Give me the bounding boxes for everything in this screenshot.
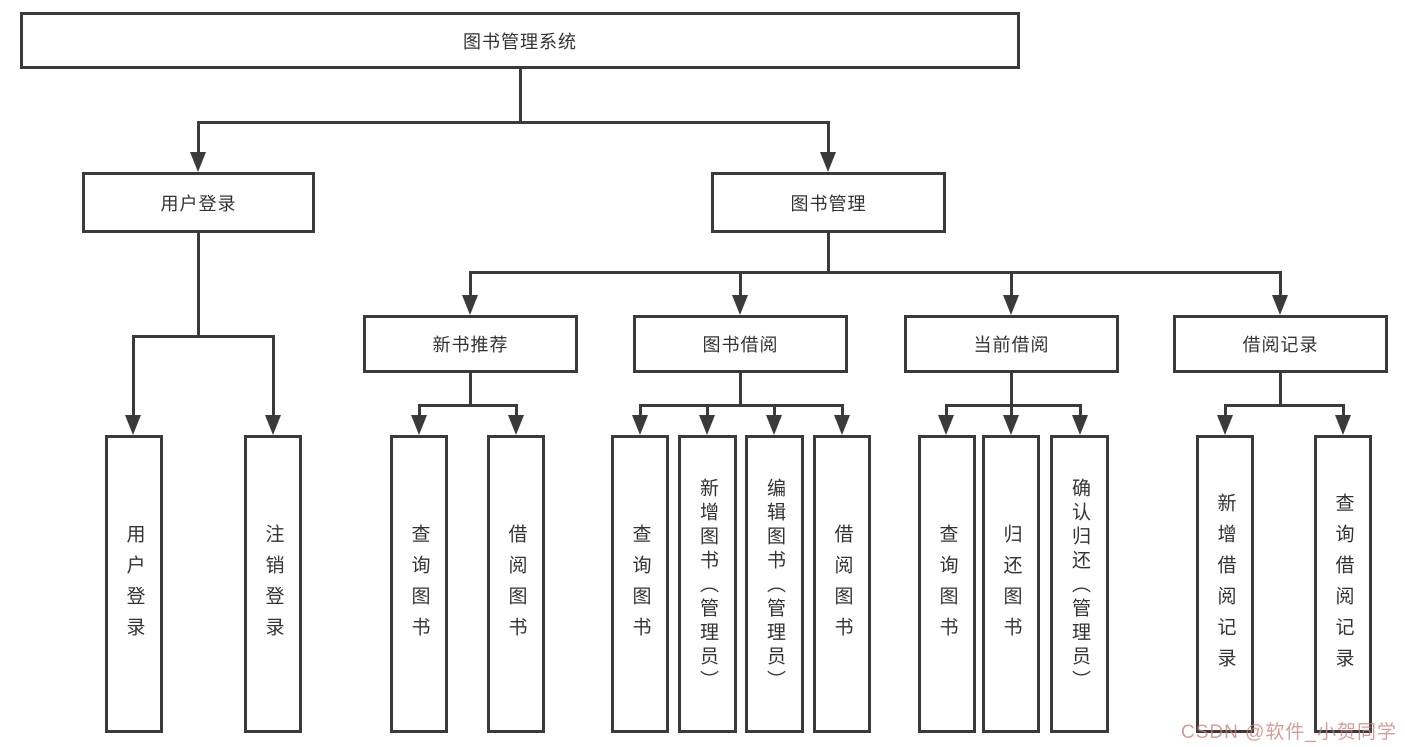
connector-segment <box>827 121 830 153</box>
arrow-down-icon <box>820 152 836 172</box>
leaf-query-books-current: 查询图书 <box>918 435 976 733</box>
leaf-query-borrow-record: 查询借阅记录 <box>1314 435 1372 733</box>
arrow-down-icon <box>265 415 281 435</box>
connector-segment <box>515 404 518 417</box>
connector-segment <box>1224 404 1227 417</box>
connector-segment <box>945 404 1082 407</box>
arrow-down-icon <box>1072 415 1088 435</box>
node-label: 查询借阅记录 <box>1332 493 1354 679</box>
leaf-add-books-admin: 新增图书（管理员） <box>678 435 737 733</box>
node-label: 图书管理 <box>790 193 867 214</box>
connector-segment <box>1224 404 1345 407</box>
leaf-user-login: 用户登录 <box>105 435 163 733</box>
connector-segment <box>841 404 844 417</box>
node-label: 当前借阅 <box>973 335 1050 355</box>
node-label: 注销登录 <box>262 524 284 648</box>
node-label: 用户登录 <box>123 524 145 648</box>
connector-segment <box>1010 271 1013 297</box>
arrow-down-icon <box>834 415 850 435</box>
arrow-down-icon <box>190 152 206 172</box>
node-label: 查询图书 <box>408 524 430 648</box>
connector-segment <box>469 271 1282 274</box>
connector-segment <box>132 335 275 338</box>
connector-segment <box>469 271 472 297</box>
connector-segment <box>469 373 472 406</box>
node-label: 新增图书（管理员） <box>697 478 718 694</box>
connector-segment <box>197 233 200 337</box>
arrow-down-icon <box>462 295 478 315</box>
connector-segment <box>197 121 200 153</box>
arrow-down-icon <box>732 295 748 315</box>
arrow-down-icon <box>1217 415 1233 435</box>
arrow-down-icon <box>125 415 141 435</box>
node-book-borrowing: 图书借阅 <box>633 315 848 373</box>
node-book-management: 图书管理 <box>711 172 946 233</box>
leaf-query-books-recommend: 查询图书 <box>390 435 448 733</box>
connector-segment <box>272 335 275 416</box>
connector-segment <box>1342 404 1345 417</box>
node-label: 用户登录 <box>160 193 237 214</box>
node-label: 编辑图书（管理员） <box>764 478 785 694</box>
leaf-edit-books-admin: 编辑图书（管理员） <box>745 435 804 733</box>
connector-segment <box>132 335 135 416</box>
connector-segment <box>197 121 830 124</box>
arrow-down-icon <box>1272 295 1288 315</box>
leaf-borrow-books: 借阅图书 <box>813 435 871 733</box>
leaf-return-books: 归还图书 <box>982 435 1040 733</box>
arrow-down-icon <box>411 415 427 435</box>
connector-segment <box>639 404 844 407</box>
arrow-down-icon <box>1335 415 1351 435</box>
arrow-down-icon <box>1003 415 1019 435</box>
connector-segment <box>945 404 948 417</box>
connector-segment <box>1279 271 1282 297</box>
connector-segment <box>739 271 742 297</box>
node-label: 图书管理系统 <box>463 31 577 52</box>
leaf-logout: 注销登录 <box>244 435 302 733</box>
connector-segment <box>827 233 830 274</box>
connector-segment <box>706 404 709 417</box>
node-label: 新增借阅记录 <box>1214 493 1236 679</box>
connector-segment <box>1010 404 1013 417</box>
arrow-down-icon <box>938 415 954 435</box>
leaf-borrow-books-recommend: 借阅图书 <box>487 435 545 733</box>
node-new-book-recommendation: 新书推荐 <box>363 315 578 373</box>
node-label: 归还图书 <box>1000 524 1022 648</box>
node-user-login-group: 用户登录 <box>82 172 315 233</box>
arrow-down-icon <box>699 415 715 435</box>
connector-segment <box>739 373 742 406</box>
node-label: 查询图书 <box>936 524 958 648</box>
connector-segment <box>519 68 522 123</box>
node-current-borrowing: 当前借阅 <box>904 315 1119 373</box>
node-label: 借阅图书 <box>831 524 853 648</box>
node-label: 图书借阅 <box>702 335 779 355</box>
csdn-watermark: CSDN @软件_小贺同学 <box>1181 722 1397 743</box>
connector-segment <box>773 404 776 417</box>
leaf-confirm-return-admin: 确认归还（管理员） <box>1050 435 1109 733</box>
node-label: 查询图书 <box>629 524 651 648</box>
arrow-down-icon <box>508 415 524 435</box>
connector-segment <box>1279 373 1282 406</box>
node-label: 新书推荐 <box>432 335 509 355</box>
node-library-management-system: 图书管理系统 <box>20 12 1020 69</box>
connector-segment <box>418 404 421 417</box>
connector-segment <box>418 404 518 407</box>
leaf-query-books-borrowing: 查询图书 <box>611 435 669 733</box>
leaf-add-borrow-record: 新增借阅记录 <box>1196 435 1254 733</box>
connector-segment <box>1079 404 1082 417</box>
arrow-down-icon <box>632 415 648 435</box>
node-borrowing-records: 借阅记录 <box>1173 315 1388 373</box>
node-label: 借阅图书 <box>505 524 527 648</box>
node-label: 确认归还（管理员） <box>1069 478 1090 694</box>
node-label: 借阅记录 <box>1242 335 1319 355</box>
connector-segment <box>1010 373 1013 406</box>
arrow-down-icon <box>1003 295 1019 315</box>
arrow-down-icon <box>766 415 782 435</box>
connector-segment <box>639 404 642 417</box>
